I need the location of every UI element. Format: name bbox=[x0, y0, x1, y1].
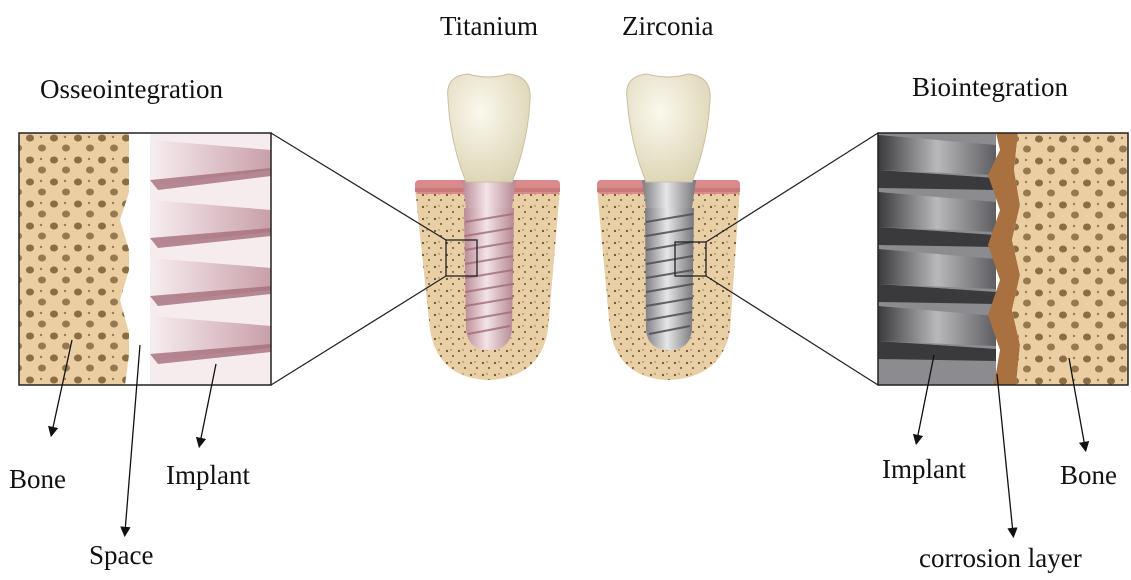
label-bone-right: Bone bbox=[1060, 462, 1117, 489]
label-bone-left: Bone bbox=[9, 466, 66, 493]
zoom-connectors bbox=[271, 133, 878, 385]
arrow-corrosion bbox=[997, 374, 1013, 533]
titanium-crown bbox=[448, 74, 531, 182]
left-implant-threads bbox=[150, 133, 271, 385]
right-implant-threads bbox=[878, 133, 996, 385]
left-zoom-panel bbox=[19, 133, 271, 385]
titanium-abutment bbox=[462, 180, 516, 208]
zirconia-crown bbox=[627, 74, 711, 182]
titanium-implant bbox=[415, 74, 560, 380]
label-implant-right: Implant bbox=[882, 456, 966, 483]
left-bone-region bbox=[19, 133, 129, 385]
zirconia-implant bbox=[597, 74, 740, 380]
right-bone-region bbox=[1012, 133, 1128, 385]
label-implant-left: Implant bbox=[166, 462, 250, 489]
label-space: Space bbox=[89, 542, 153, 569]
heading-biointegration: Biointegration bbox=[912, 74, 1068, 101]
right-zoom-panel bbox=[878, 133, 1128, 385]
heading-osseointegration: Osseointegration bbox=[40, 76, 223, 103]
heading-titanium: Titanium bbox=[440, 13, 538, 40]
label-corrosion-layer: corrosion layer bbox=[919, 545, 1082, 572]
heading-zirconia: Zirconia bbox=[622, 13, 713, 40]
zirconia-abutment bbox=[642, 180, 696, 208]
